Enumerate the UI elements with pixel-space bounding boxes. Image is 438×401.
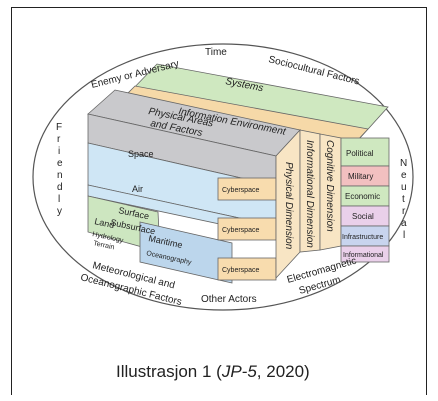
social-label: Social (352, 212, 374, 221)
cognitive-dimension-label: Cognitive Dimension (324, 140, 335, 232)
svg-text:r: r (57, 134, 61, 145)
land-label: Land (94, 216, 116, 230)
figure-caption: Illustrasjon 1 (JP-5, 2020) (116, 362, 310, 382)
political-cell (340, 137, 390, 167)
svg-text:e: e (57, 158, 63, 169)
political-label: Political (346, 149, 374, 158)
neutral-label: N e u t r a l (400, 158, 407, 241)
space-label: Space (128, 149, 154, 159)
svg-text:F: F (56, 122, 62, 133)
economic-label: Economic (345, 192, 380, 201)
svg-text:a: a (401, 218, 407, 229)
caption-suffix: , 2020) (256, 362, 310, 381)
svg-text:l: l (403, 230, 405, 241)
informational-dimension-label: Informational Dimension (304, 140, 315, 248)
caption-source: JP-5 (221, 362, 257, 381)
svg-text:d: d (57, 182, 63, 193)
svg-text:i: i (58, 146, 60, 157)
figure-frame (11, 7, 427, 395)
svg-text:u: u (401, 182, 407, 193)
friendly-label: F r i e n d l y (56, 122, 63, 217)
svg-text:N: N (400, 158, 407, 169)
informational-label: Informational (343, 252, 384, 259)
caption-prefix: Illustrasjon 1 ( (116, 362, 222, 381)
time-label: Time (205, 47, 227, 58)
svg-text:y: y (57, 206, 62, 217)
terrain-label: Terrain (93, 240, 115, 251)
informational-cell (340, 245, 390, 263)
svg-text:n: n (57, 170, 63, 181)
cyberspace-label-2: Cyberspace (222, 227, 259, 234)
military-label: Military (348, 172, 373, 181)
maritime-layer (139, 221, 233, 284)
svg-text:t: t (402, 194, 405, 205)
svg-text:l: l (58, 194, 60, 205)
cyberspace-label-3: Cyberspace (222, 267, 259, 274)
svg-text:e: e (401, 170, 407, 181)
other-actors-label: Other Actors (201, 294, 257, 305)
cyberspace-label-1: Cyberspace (222, 187, 259, 194)
infrastructure-label: Infrastructure (342, 234, 383, 241)
air-label: Air (132, 184, 143, 194)
physical-dimension-label: Physical Dimension (283, 162, 294, 250)
svg-text:r: r (402, 206, 406, 217)
